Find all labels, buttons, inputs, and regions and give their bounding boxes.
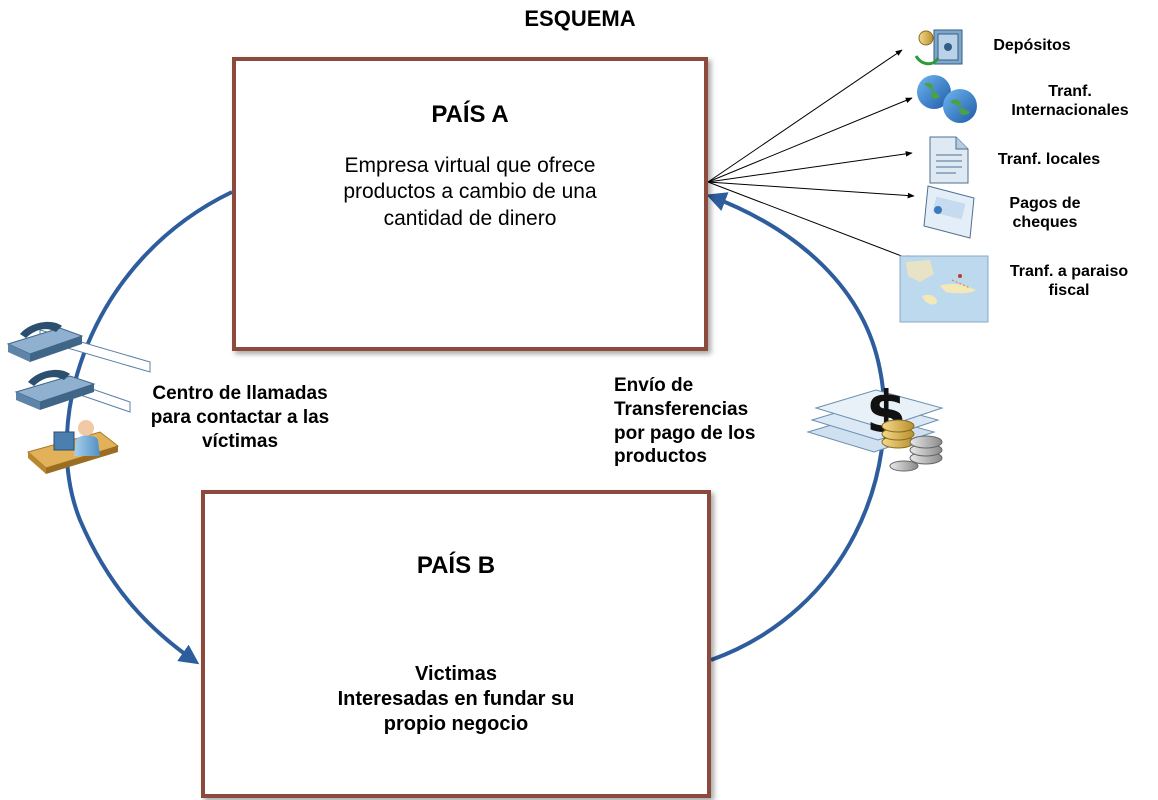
telephone-icon-2 <box>14 369 131 413</box>
victims-label: Victimas <box>415 663 497 685</box>
destination-label-line: Tranf. locales <box>997 151 1101 168</box>
country-a-description-line: cantidad de dinero <box>383 206 557 230</box>
destination-label-tax-haven: Tranf. a paraiso fiscal <box>988 262 1150 300</box>
document-icon <box>929 136 969 184</box>
call-center-line: víctimas <box>201 430 279 452</box>
fan-arrows <box>707 49 915 261</box>
destination-label-local: Tranf. locales <box>976 150 1122 169</box>
destination-label-checks: Pagos de cheques <box>990 194 1100 232</box>
victims-description: Victimas Interesadas en fundar su propio… <box>205 662 707 737</box>
country-a-description-line: Empresa virtual que ofrece <box>344 154 596 177</box>
country-a-description-line: productos a cambio de una <box>343 180 597 204</box>
destination-label-line: Depósitos <box>993 37 1071 54</box>
transfers-label: Envío de Transferencias por pago de los … <box>614 374 814 469</box>
globe-icon <box>917 75 977 123</box>
cycle-arrow-left <box>64 190 233 665</box>
destination-label-line: cheques <box>1012 214 1078 232</box>
destination-label-international: Tranf. Internacionales <box>988 82 1152 120</box>
call-center-line: para contactar a las <box>150 406 330 428</box>
transfers-line: por pago de los <box>614 422 756 444</box>
destination-label-line: fiscal <box>1048 282 1090 300</box>
victims-detail-line: Interesadas en fundar su <box>337 688 575 710</box>
destination-label-line: Pagos de <box>1009 195 1081 212</box>
diagram-title: ESQUEMA <box>524 6 636 31</box>
money-icon: $ <box>806 378 944 472</box>
transfers-line: Envío de <box>614 375 694 396</box>
safe-icon <box>914 29 963 66</box>
destination-label-line: Tranf. <box>1048 83 1092 100</box>
transfers-line: productos <box>614 446 707 468</box>
country-a-box: PAÍS A Empresa virtual que ofrece produc… <box>232 57 708 351</box>
call-center-label: Centro de llamadas para contactar a las … <box>112 382 368 453</box>
country-b-title: PAÍS B <box>416 552 496 579</box>
country-a-title: PAÍS A <box>431 101 509 128</box>
transfers-line: Transferencias <box>614 398 749 420</box>
check-icon <box>923 185 975 239</box>
destination-label-line: Internacionales <box>1011 102 1129 120</box>
victims-detail-line: propio negocio <box>383 713 529 735</box>
destination-label-line: Tranf. a paraiso <box>1009 263 1129 280</box>
call-center-operator-icon <box>26 420 120 474</box>
country-a-description: Empresa virtual que ofrece productos a c… <box>236 153 704 232</box>
map-icon <box>899 255 989 323</box>
cycle-arrow-right <box>706 192 887 662</box>
destination-label-deposits: Depósitos <box>982 36 1082 55</box>
country-b-box: PAÍS B Victimas Interesadas en fundar su… <box>201 490 711 798</box>
telephone-icon <box>6 321 151 373</box>
call-center-line: Centro de llamadas <box>152 383 328 404</box>
